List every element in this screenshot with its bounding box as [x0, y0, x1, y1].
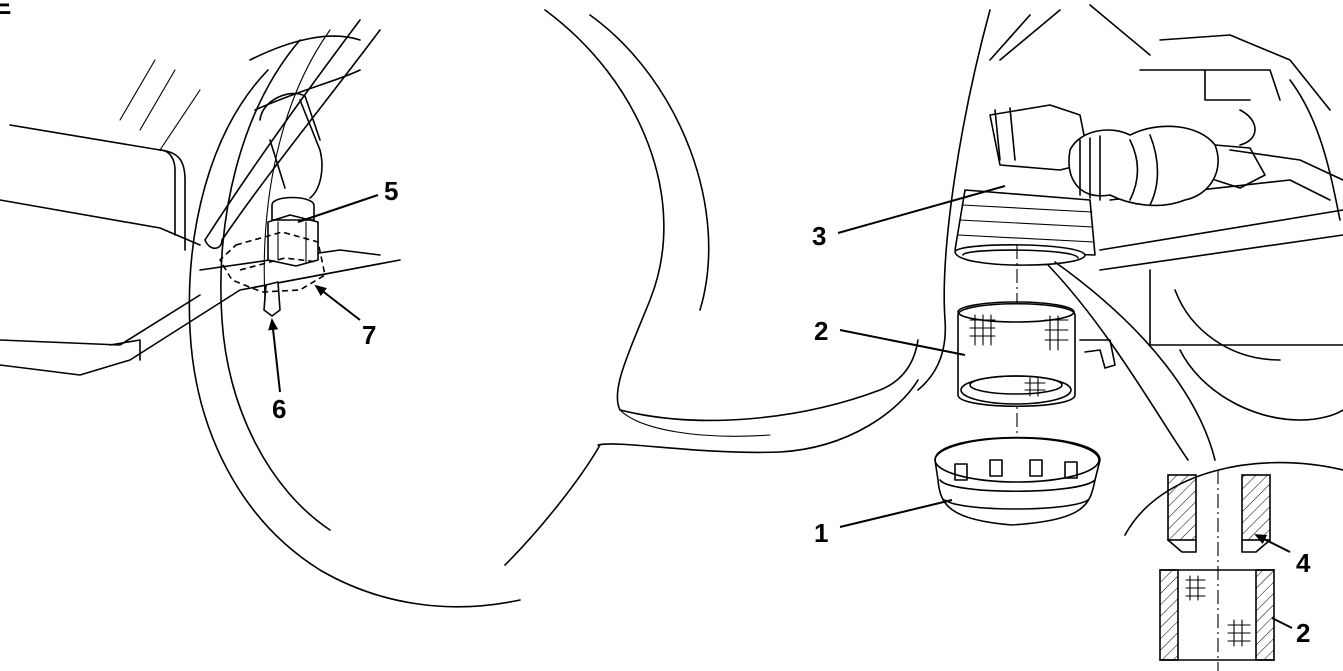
right-view-filter-housing — [917, 4, 1343, 671]
leader-3 — [837, 185, 1006, 234]
detail-housing-section — [1167, 474, 1271, 553]
right-callouts: 3 2 1 4 2 — [812, 185, 1311, 648]
callout-2: 2 — [814, 316, 828, 346]
frame-rail — [9, 124, 186, 251]
callout-3: 3 — [812, 221, 826, 251]
left-view-drain-plug — [0, 9, 919, 608]
callout-5: 5 — [384, 176, 398, 206]
detail-filter-section — [1159, 569, 1275, 661]
leader-4 — [1254, 534, 1291, 553]
callout-6: 6 — [272, 394, 286, 424]
callout-4: 4 — [1296, 548, 1311, 578]
leader-2 — [839, 329, 966, 356]
callout-7: 7 — [362, 320, 376, 350]
leader-1 — [839, 499, 953, 528]
filter-cap — [934, 436, 1101, 526]
tire — [188, 69, 521, 608]
hose-upper — [204, 19, 361, 241]
drain-stem — [263, 281, 281, 317]
leader-6 — [268, 318, 281, 393]
corner-mark: E — [0, 0, 11, 20]
callout-1: 1 — [814, 518, 828, 548]
filter-element — [957, 301, 1076, 407]
leader-2b — [1271, 617, 1293, 629]
leader-5 — [297, 194, 379, 223]
oil-pan — [0, 259, 401, 376]
dashed-outline — [218, 231, 326, 293]
left-callouts: 5 7 6 — [268, 176, 398, 424]
callout-2-detail: 2 — [1296, 618, 1310, 648]
leader-7 — [314, 284, 361, 321]
fender — [544, 9, 919, 422]
